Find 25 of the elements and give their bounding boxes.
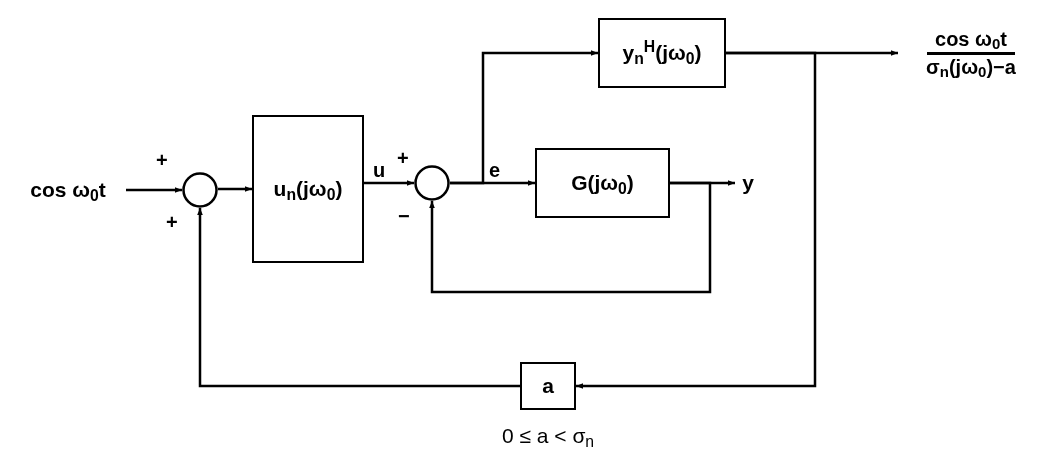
arrow <box>126 187 182 193</box>
sign-label: − <box>398 205 410 227</box>
edge-label: e <box>489 159 501 181</box>
sign-label: + <box>397 147 409 169</box>
block-label: y$_{n}$$^{H}$(jω$_{0}$) <box>622 41 702 65</box>
block-label: u$_{n}$(jω$_{0}$) <box>273 177 343 201</box>
sign-label: + <box>166 211 178 233</box>
arrow <box>197 208 520 388</box>
block-label: a <box>542 374 554 398</box>
signal-label: y <box>742 171 754 195</box>
arrow <box>364 180 414 186</box>
block-label: G(jω$_{0}$) <box>571 171 634 195</box>
denominator: σ$_{n}$(jω$_{0}$)−a <box>926 55 1016 78</box>
numerator: cos ω$_{0}$t <box>927 26 1015 55</box>
arrow <box>429 181 712 294</box>
transfer-block <box>598 18 726 88</box>
constraint-label: 0 ≤ a < σ$_{n}$ <box>501 424 595 447</box>
signal-label: cos ω$_{0}$t <box>30 178 106 202</box>
edge-label: u <box>373 159 386 181</box>
arrow <box>576 51 817 389</box>
transfer-block <box>535 148 670 218</box>
sign-label: + <box>156 149 168 171</box>
arrow <box>450 50 598 185</box>
transfer-block <box>252 115 364 263</box>
arrow <box>218 186 252 192</box>
